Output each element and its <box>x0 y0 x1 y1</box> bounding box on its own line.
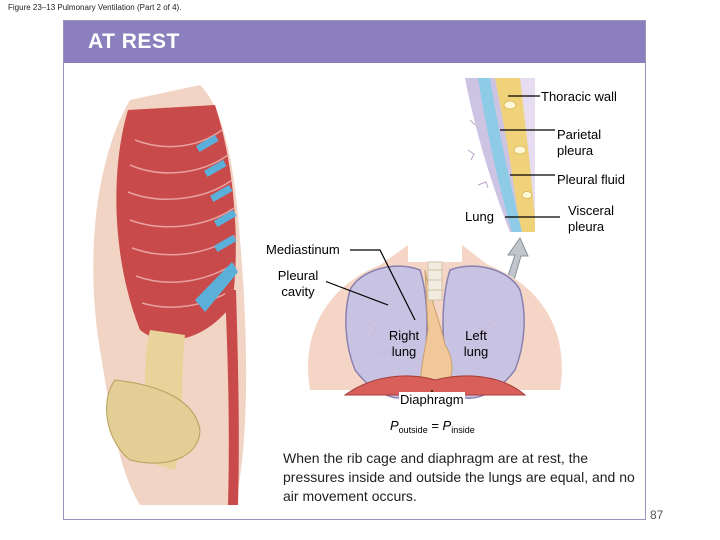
equation-p-outside: P <box>390 418 399 433</box>
description-text: When the rib cage and diaphragm are at r… <box>283 450 635 504</box>
label-left-lung: Left lung <box>463 328 489 359</box>
equation-sub-inside: inside <box>451 425 475 435</box>
label-lung: Lung <box>465 209 494 224</box>
label-right-lung: Right lung <box>388 328 420 359</box>
label-diaphragm: Diaphragm <box>399 392 465 408</box>
label-visceral-pleura: Visceral pleura <box>568 203 615 234</box>
label-mediastinum: Mediastinum <box>265 242 341 258</box>
pleura-inset <box>465 78 535 232</box>
equation-equals: = <box>427 418 443 433</box>
label-thoracic-wall: Thoracic wall <box>541 89 617 104</box>
chest-frontal-view <box>308 245 562 399</box>
torso-side-view <box>93 85 247 505</box>
figure-caption: Figure 23–13 Pulmonary Ventilation (Part… <box>8 3 182 12</box>
equation-sub-outside: outside <box>398 425 428 435</box>
label-parietal-pleura: Parietal pleura <box>557 127 602 158</box>
title-banner: AT REST <box>64 21 645 63</box>
pressure-equation: Poutside = Pinside <box>390 418 475 435</box>
page-number: 87 <box>650 508 664 522</box>
label-pleural-fluid: Pleural fluid <box>557 172 625 187</box>
label-pleural-cavity: Pleural cavity <box>270 268 326 300</box>
leader-lines <box>321 95 560 403</box>
equation-p-inside: P <box>442 418 452 433</box>
banner-title: AT REST <box>88 30 180 53</box>
